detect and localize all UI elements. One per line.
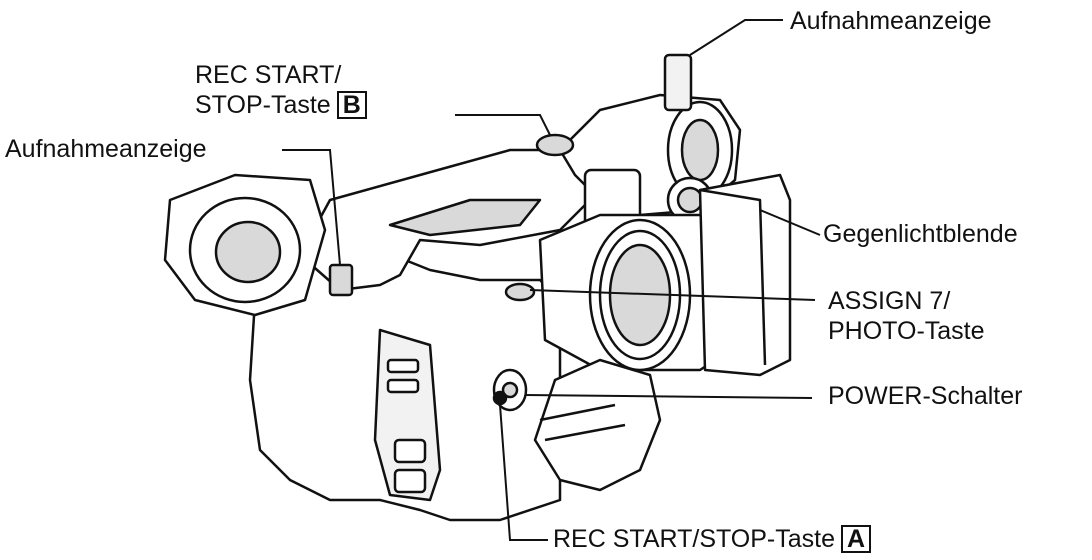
label-recording-indicator-top: Aufnahmeanzeige (790, 7, 992, 35)
grip-strap (533, 358, 662, 492)
lens-hood (698, 173, 792, 377)
label-power-switch: POWER-Schalter (828, 382, 1023, 410)
leader-recording-indicator-top (689, 19, 783, 56)
leader-rec-button-b (455, 114, 551, 136)
label-recording-indicator-left: Aufnahmeanzeige (5, 135, 207, 163)
label-lens-hood: Gegenlichtblende (823, 220, 1018, 248)
leader-lens-hood (759, 209, 821, 236)
top-recording-lamp (663, 53, 693, 112)
label-assign-photo-line2: PHOTO-Taste (828, 317, 985, 345)
rear-recording-lamp (328, 263, 354, 297)
leader-assign-photo (529, 289, 816, 301)
leader-rec-button-a (499, 404, 548, 541)
rec-button-b-box: B (336, 91, 367, 119)
label-assign-photo-line1: ASSIGN 7/ (828, 287, 951, 315)
leader-power-switch (524, 394, 813, 399)
rec-button-a-icon (492, 390, 508, 406)
label-rec-button-b-line1: REC START/ (195, 61, 342, 89)
label-assign-photo: ASSIGN 7/ PHOTO-Taste (828, 286, 985, 346)
leader-recording-indicator-left (282, 149, 341, 266)
assign-photo-button-icon (504, 282, 536, 302)
rec-button-b-icon (535, 133, 575, 157)
rec-button-a-box: A (841, 525, 872, 553)
